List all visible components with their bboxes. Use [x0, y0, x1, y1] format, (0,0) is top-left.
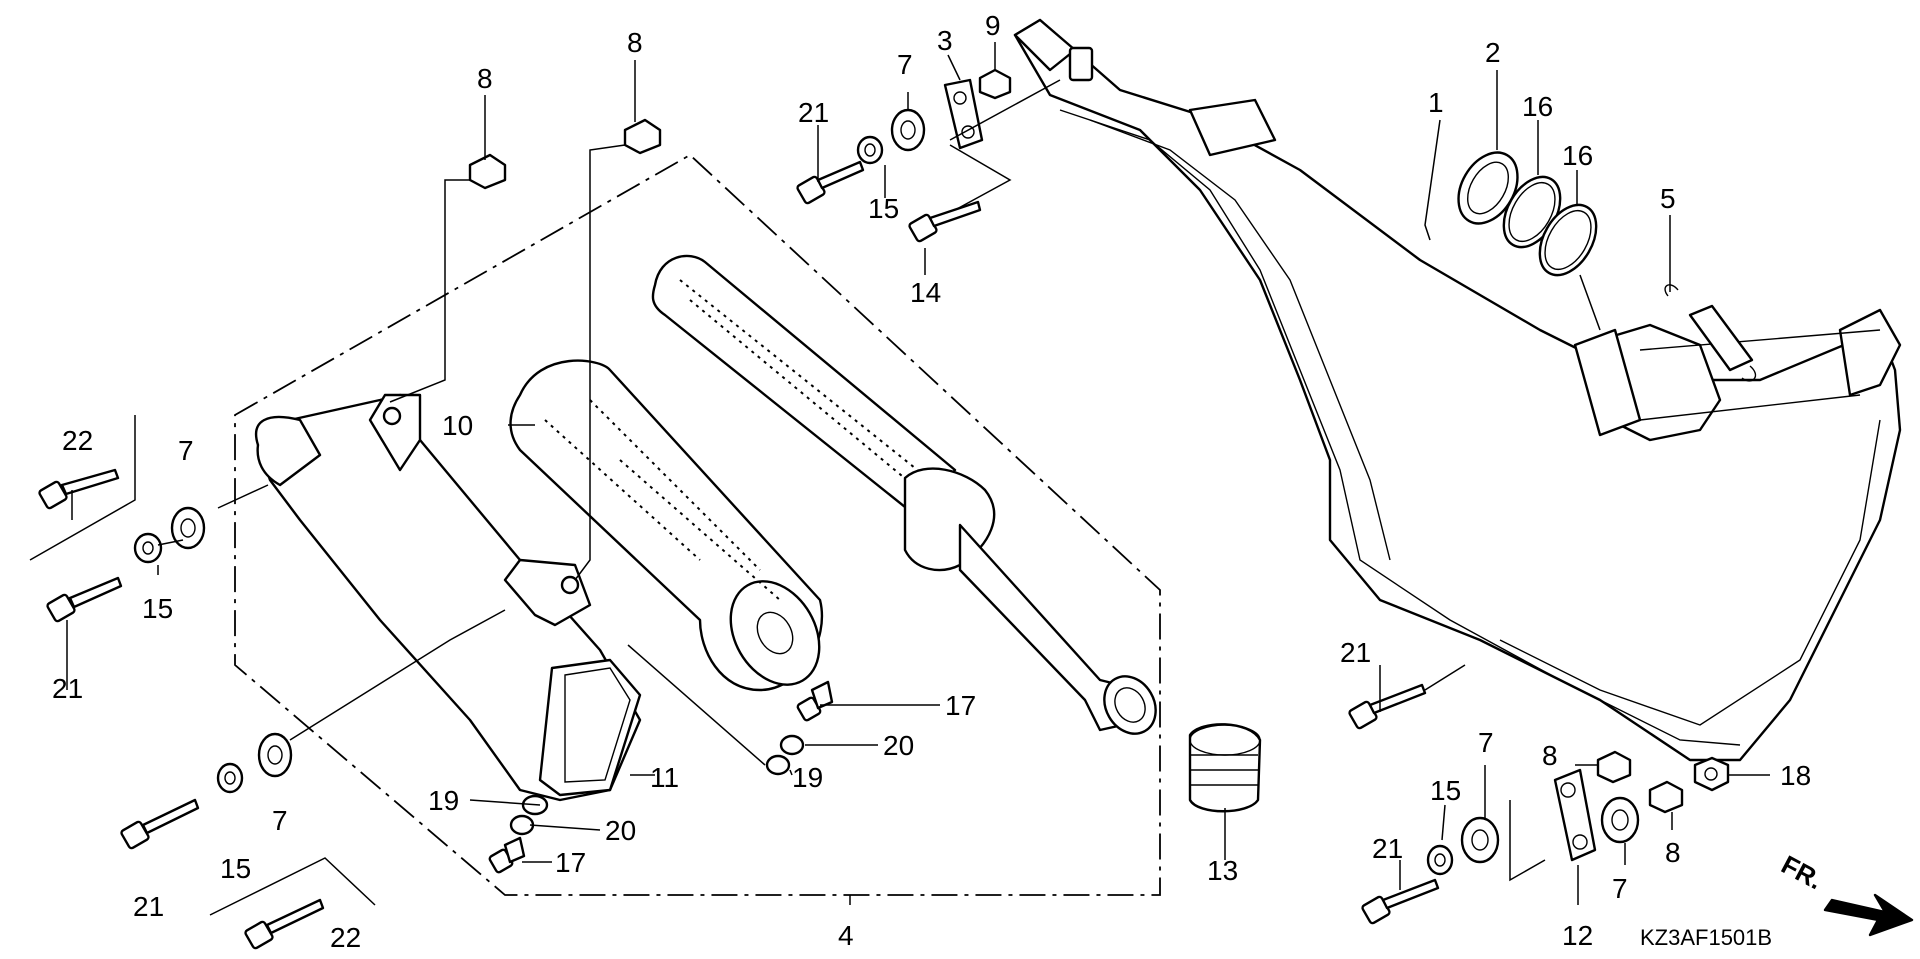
gasket-2 [1457, 151, 1519, 225]
callout-15-bottom: 15 [220, 853, 251, 884]
front-direction-arrow: FR. [1777, 849, 1914, 937]
callout-7-bottom: 7 [272, 805, 288, 836]
collar-7-right-b [1600, 796, 1640, 844]
callout-11: 11 [650, 762, 679, 793]
group-bracket-22-top [29, 415, 136, 561]
callout-15-left: 15 [142, 593, 173, 624]
callout-18: 18 [1780, 760, 1811, 791]
bolt-22-bottom-left [244, 898, 325, 950]
washer-15-bottom [216, 762, 244, 794]
callout-16-b: 16 [1562, 140, 1593, 171]
washer-19-middle [765, 754, 791, 776]
bracket-12 [1553, 768, 1597, 862]
collar-8-top-left [468, 153, 507, 190]
callout-8-right-bottom: 8 [1665, 837, 1681, 868]
callout-7-left: 7 [178, 435, 194, 466]
callout-4: 4 [838, 920, 854, 951]
callout-22-bottom: 22 [330, 922, 361, 953]
nut-18 [1693, 756, 1730, 792]
washer-15-right [1426, 844, 1454, 876]
callout-1: 1 [1428, 87, 1444, 118]
callout-22-top: 22 [62, 425, 93, 456]
collar-7-left [170, 506, 206, 550]
callout-20-middle: 20 [883, 730, 914, 761]
callout-19-middle: 19 [792, 762, 823, 793]
bolt-17-bottom [488, 836, 526, 874]
callout-17-middle: 17 [945, 690, 976, 721]
callout-7-right-b: 7 [1612, 873, 1628, 904]
bolt-21-left [46, 576, 123, 623]
bolt-14 [908, 200, 982, 243]
collar-7-bottom [257, 732, 293, 778]
perforated-inner-pipe [651, 254, 1157, 735]
callout-21-top: 21 [798, 97, 829, 128]
callout-9: 9 [985, 10, 1001, 41]
callout-3: 3 [937, 25, 953, 56]
collar-8-right-top [1596, 750, 1632, 784]
callout-7-right-a: 7 [1478, 727, 1494, 758]
callout-21-right: 21 [1340, 637, 1371, 668]
callout-15-right: 15 [1430, 775, 1461, 806]
callout-2: 2 [1485, 37, 1501, 68]
washer-20-middle [779, 734, 805, 756]
callout-8-top-left: 8 [477, 63, 493, 94]
callout-15-top: 15 [868, 193, 899, 224]
bracket-3 [943, 78, 984, 150]
collar-8-right-bottom [1648, 780, 1684, 814]
collar-8-top-middle [623, 118, 662, 155]
bolt-21-bottom-right [1361, 878, 1440, 925]
callout-8-right-top: 8 [1542, 740, 1558, 771]
muffler-body [255, 393, 642, 802]
spring-5 [1664, 284, 1757, 382]
washer-15-left [133, 532, 163, 564]
group-bracket-12 [1509, 800, 1546, 882]
collar-7-top [890, 108, 926, 152]
expansion-chamber-pipe [1013, 18, 1902, 762]
callout-20-bottom: 20 [605, 815, 636, 846]
washer-20-bottom [509, 814, 535, 836]
washer-15-top [856, 135, 884, 165]
bolt-22-top-left [38, 468, 120, 510]
grommet-13 [1188, 723, 1262, 813]
group-bracket-22-bottom [209, 857, 376, 916]
bolt-21-bottom-left [120, 798, 200, 850]
callout-labels: 1 2 3 4 5 7 7 7 7 7 8 8 8 8 9 10 11 12 1… [52, 10, 1811, 953]
muffler-assembly-outline-4 [234, 153, 1161, 896]
callout-12: 12 [1562, 920, 1593, 951]
callout-19-bottom: 19 [428, 785, 459, 816]
bolt-17-middle [796, 680, 834, 722]
callout-13: 13 [1207, 855, 1238, 886]
bolt-21-right [1348, 683, 1427, 730]
drawing-code: KZ3AF1501B [1640, 925, 1772, 950]
chamber-outlet-neck [1573, 308, 1902, 442]
callout-21-left: 21 [52, 673, 83, 704]
callout-21-bottom-right: 21 [1372, 833, 1403, 864]
callout-10: 10 [442, 410, 473, 441]
collar-7-right-a [1460, 816, 1500, 864]
muffler-band-11 [538, 658, 642, 797]
callout-16-a: 16 [1522, 91, 1553, 122]
callout-21-bottom-left: 21 [133, 891, 164, 922]
bolt-21-top [796, 160, 865, 205]
o-ring-16b [1538, 203, 1598, 277]
leader-lines [66, 42, 1770, 905]
collar-9 [978, 68, 1012, 100]
callout-5: 5 [1660, 183, 1676, 214]
callout-7-top: 7 [897, 49, 913, 80]
callout-17-bottom: 17 [555, 847, 586, 878]
callout-8-top-middle: 8 [627, 27, 643, 58]
front-direction-label: FR. [1777, 849, 1828, 895]
packing-10 [509, 359, 824, 692]
callout-14: 14 [910, 277, 941, 308]
